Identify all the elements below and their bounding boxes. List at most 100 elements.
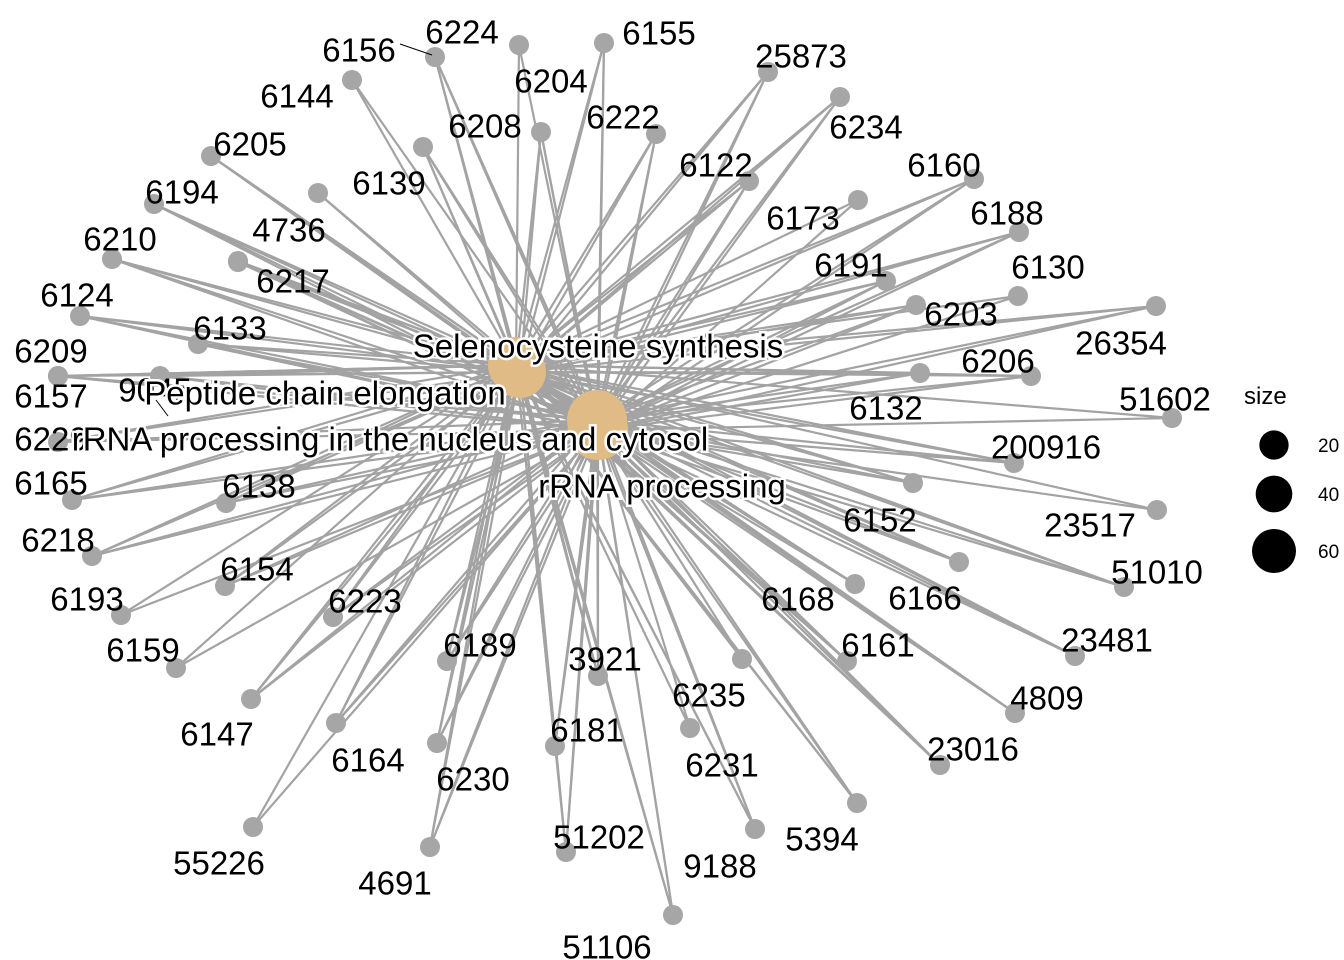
gene-node-6159[interactable] <box>166 658 186 678</box>
gene-label-6209: 6209 <box>14 333 87 370</box>
gene-label-6188: 6188 <box>970 195 1043 232</box>
gene-node-6205[interactable] <box>201 146 221 166</box>
term-node[interactable] <box>568 400 628 460</box>
gene-node-6193[interactable] <box>111 605 131 625</box>
gene-node-6189[interactable] <box>437 651 457 671</box>
edge-6217 <box>237 261 599 431</box>
gene-label-55226: 55226 <box>173 845 265 882</box>
gene-node-6204[interactable] <box>531 122 551 142</box>
gene-node-6154[interactable] <box>215 576 235 596</box>
gene-node-6139[interactable] <box>308 183 328 203</box>
gene-node-6155[interactable] <box>594 33 614 53</box>
gene-node-6144[interactable] <box>342 70 362 90</box>
gene-label-6154: 6154 <box>220 551 293 588</box>
gene-node-6222[interactable] <box>646 124 666 144</box>
gene-node-6231[interactable] <box>680 718 700 738</box>
edge-9188 <box>596 429 757 830</box>
edge-6210 <box>111 257 521 374</box>
gene-node-26354[interactable] <box>1146 296 1166 316</box>
edge-6223 <box>332 419 598 618</box>
gene-node-6133[interactable] <box>188 334 208 354</box>
gene-node-51602[interactable] <box>1162 408 1182 428</box>
term-node[interactable] <box>494 346 546 398</box>
gene-node-6147[interactable] <box>241 689 261 709</box>
edge-23481 <box>596 419 1076 657</box>
gene-node-6206[interactable] <box>1021 366 1041 386</box>
gene-node-6138[interactable] <box>216 493 236 513</box>
gene-label-6206: 6206 <box>961 343 1034 380</box>
gene-node-23481[interactable] <box>1065 646 1085 666</box>
term-label: Peptide chain elongation <box>144 375 505 412</box>
gene-node-51106[interactable] <box>663 905 683 925</box>
gene-node-6168[interactable] <box>845 574 865 594</box>
gene-label-23481: 23481 <box>1061 622 1153 659</box>
gene-node-6156[interactable] <box>425 47 445 67</box>
gene-label-6164: 6164 <box>331 742 404 779</box>
gene-label-6124: 6124 <box>40 277 113 314</box>
gene-node-51010[interactable] <box>1114 577 1134 597</box>
gene-node-6230[interactable] <box>427 733 447 753</box>
gene-node-25873[interactable] <box>758 62 778 82</box>
gene-node-6152[interactable] <box>903 473 923 493</box>
legend-size-label: 60 <box>1318 542 1339 563</box>
gene-node-6208[interactable] <box>413 137 433 157</box>
gene-label-9045: 9045 <box>118 372 191 409</box>
edge-6191 <box>515 279 887 367</box>
edge-23517 <box>515 363 1158 512</box>
edge-6132 <box>519 370 921 375</box>
gene-node-6191[interactable] <box>876 271 896 291</box>
gene-node-4809[interactable] <box>1005 703 1025 723</box>
gene-node-6234[interactable] <box>830 87 850 107</box>
gene-label-9188: 9188 <box>683 848 756 885</box>
gene-label-6231: 6231 <box>685 747 758 784</box>
gene-node-23016[interactable] <box>930 755 950 775</box>
gene-node-3921[interactable] <box>588 666 608 686</box>
gene-node-5394[interactable] <box>847 793 867 813</box>
gene-label-51202: 51202 <box>553 819 645 856</box>
gene-node-9188[interactable] <box>745 819 765 839</box>
gene-node-6188[interactable] <box>1009 222 1029 242</box>
edge-6223 <box>332 429 599 618</box>
gene-node-6130[interactable] <box>1008 286 1028 306</box>
gene-node-9045[interactable] <box>150 366 170 386</box>
gene-node-23517[interactable] <box>1147 500 1167 520</box>
gene-node-6224[interactable] <box>509 35 529 55</box>
edge-51010 <box>596 418 1125 589</box>
gene-node-4691[interactable] <box>420 837 440 857</box>
gene-node-200916[interactable] <box>1004 453 1024 473</box>
gene-node-51202[interactable] <box>556 842 576 862</box>
gene-node-6223[interactable] <box>323 607 343 627</box>
gene-node-6161[interactable] <box>837 651 857 671</box>
gene-node-55226[interactable] <box>243 817 263 837</box>
gene-node-6132[interactable] <box>910 363 930 383</box>
gene-node-6124[interactable] <box>70 306 90 326</box>
edge-6217 <box>237 260 521 374</box>
gene-node-6160[interactable] <box>964 169 984 189</box>
gene-node-6194[interactable] <box>144 194 164 214</box>
gene-node-6181[interactable] <box>545 736 565 756</box>
edge-6166 <box>596 418 960 564</box>
gene-node-6218[interactable] <box>82 546 102 566</box>
gene-label-6208: 6208 <box>448 108 521 145</box>
gene-node-6166[interactable] <box>949 552 969 572</box>
gene-node-6157[interactable] <box>48 366 68 386</box>
edge-6222 <box>515 133 657 366</box>
gene-node-6229[interactable] <box>48 432 68 452</box>
gene-node-6165[interactable] <box>62 490 82 510</box>
gene-node-6173[interactable] <box>848 190 868 210</box>
legend-size-circle <box>1252 529 1296 573</box>
gene-node-6164[interactable] <box>326 713 346 733</box>
gene-node-6203[interactable] <box>906 295 926 315</box>
edge-6231 <box>515 364 691 729</box>
gene-node-6210[interactable] <box>102 249 122 269</box>
gene-label-26354: 26354 <box>1075 325 1167 362</box>
gene-node-6122[interactable] <box>739 171 759 191</box>
edge-6155 <box>596 42 606 431</box>
edge-6161 <box>596 419 848 662</box>
edge-6138 <box>225 364 517 504</box>
gene-node-6217[interactable] <box>228 252 248 272</box>
gene-label-6191: 6191 <box>814 247 887 284</box>
edge-6203 <box>596 303 917 422</box>
gene-node-6235[interactable] <box>732 649 752 669</box>
edge-6156 <box>433 56 522 373</box>
